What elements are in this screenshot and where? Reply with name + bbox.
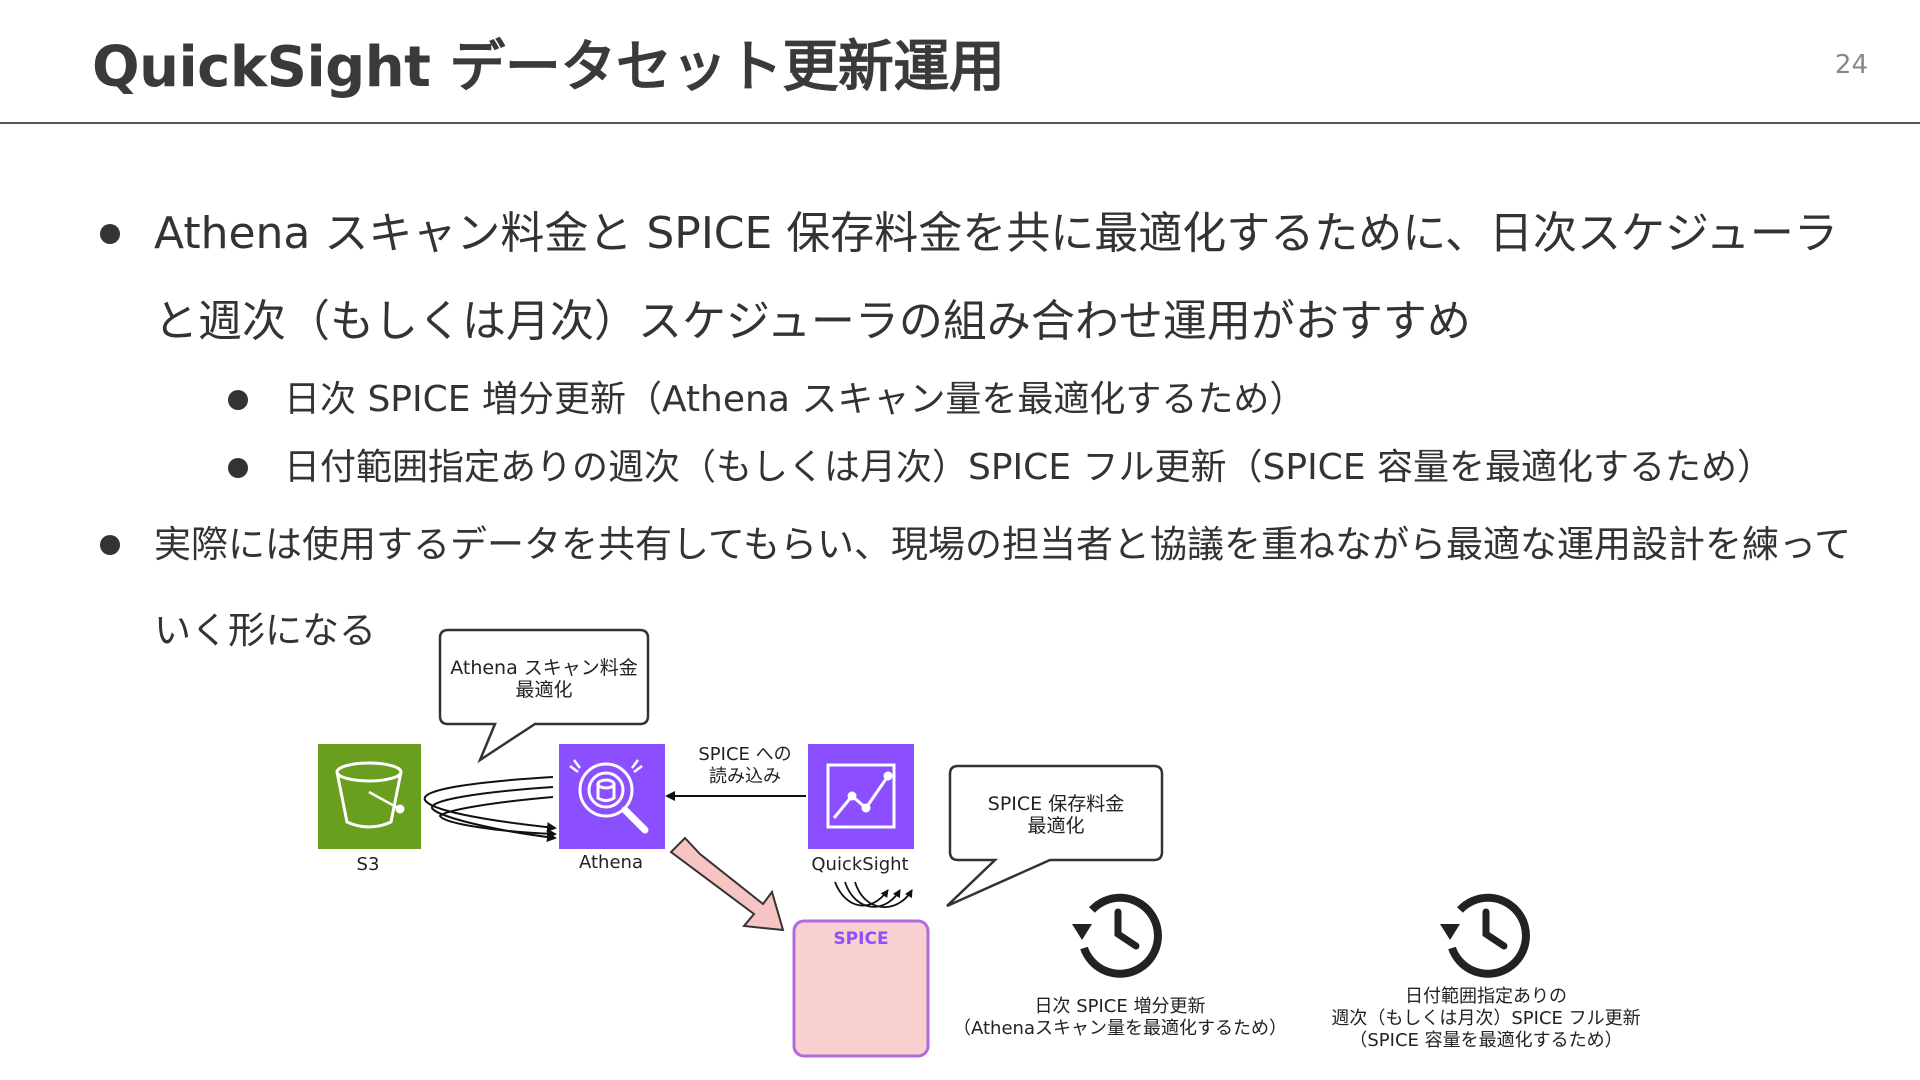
weekly-label-line: 週次（もしくは月次）SPICE フル更新: [1331, 1008, 1640, 1029]
weekly-label-line: 日付範囲指定ありの: [1405, 986, 1567, 1007]
sub-bullet-item: 日付範囲指定ありの週次（もしくは月次）SPICE フル更新（SPICE 容量を最…: [228, 434, 1856, 502]
quicksight-spice-arrows: [834, 881, 913, 908]
bullet-item: Athena スキャン料金と SPICE 保存料金を共に最適化するために、日次ス…: [96, 190, 1856, 366]
page-number: 24: [1834, 50, 1868, 80]
athena-node: Athena: [559, 744, 665, 873]
page-title: QuickSight データセット更新運用: [92, 35, 1005, 100]
athena-to-spice-arrow: [669, 836, 785, 932]
title-divider: [0, 122, 1920, 124]
daily-label-line: （Athenaスキャン量を最適化するため）: [953, 1018, 1287, 1039]
callout-spice-text: SPICE 保存料金: [988, 793, 1124, 815]
callout-spice-text: 最適化: [1027, 815, 1084, 837]
callout-spice-cost: SPICE 保存料金 最適化: [946, 764, 1164, 908]
callout-athena-cost: Athena スキャン料金 最適化: [438, 628, 650, 764]
sub-bullet-item: 日次 SPICE 増分更新（Athena スキャン量を最適化するため）: [228, 366, 1856, 434]
load-label: SPICE への: [698, 744, 791, 765]
callout-athena-text: Athena スキャン料金: [450, 657, 638, 679]
s3-label: S3: [357, 854, 380, 875]
quicksight-chart-icon: [826, 763, 896, 829]
spice-node: SPICE: [792, 919, 930, 1058]
history-clock-icon: [1440, 893, 1530, 978]
s3-node: S3: [318, 744, 421, 875]
daily-label-line: 日次 SPICE 増分更新: [1035, 996, 1206, 1017]
spice-load-arrow: SPICE への 読み込み: [665, 744, 806, 801]
weekly-label-line: （SPICE 容量を最適化するため）: [1349, 1030, 1622, 1051]
bucket-icon: [335, 761, 405, 829]
daily-update-label: 日次 SPICE 増分更新 （Athenaスキャン量を最適化するため）: [953, 996, 1287, 1039]
s3-athena-arrows: [423, 776, 557, 842]
history-clock-icon: [1072, 893, 1162, 978]
quicksight-node: QuickSight: [808, 744, 914, 875]
load-label: 読み込み: [709, 766, 781, 787]
spice-label: SPICE: [833, 929, 888, 949]
athena-search-icon: [569, 759, 649, 834]
bullet-list: Athena スキャン料金と SPICE 保存料金を共に最適化するために、日次ス…: [96, 190, 1856, 674]
bullet-item: 実際には使用するデータを共有してもらい、現場の担当者と協議を重ねながら最適な運用…: [96, 502, 1856, 674]
callout-athena-text: 最適化: [515, 679, 572, 701]
athena-label: Athena: [579, 852, 643, 873]
weekly-update-label: 日付範囲指定ありの 週次（もしくは月次）SPICE フル更新 （SPICE 容量…: [1331, 986, 1640, 1051]
quicksight-label: QuickSight: [811, 854, 908, 875]
